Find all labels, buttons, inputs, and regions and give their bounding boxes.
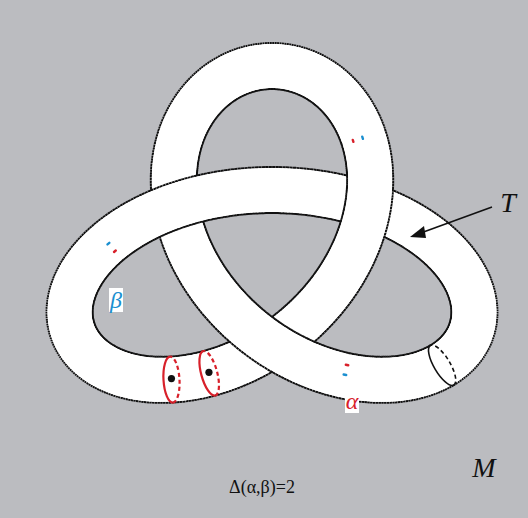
knot-illustration (0, 0, 528, 518)
